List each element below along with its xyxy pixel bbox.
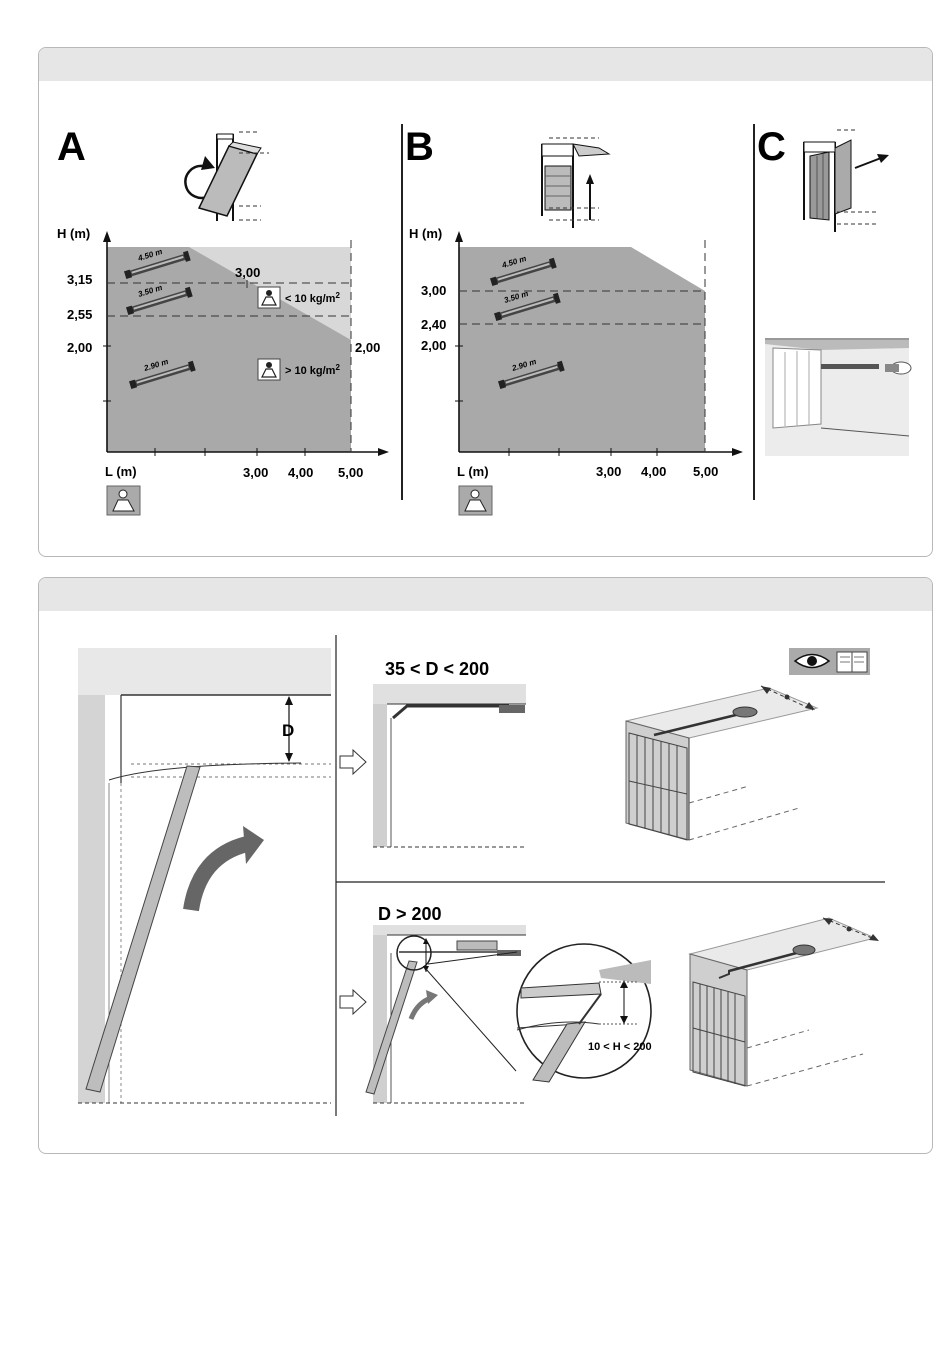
clearance-d-label: D [282, 721, 294, 740]
door-type-panel: A B C H (m) L (m) 3,15 [38, 47, 933, 557]
view-manual-icon [789, 648, 870, 675]
chart-a-right-label: 2,00 [355, 340, 380, 355]
magnified-detail [517, 944, 651, 1082]
section-letter-b: B [405, 125, 434, 169]
chart-a-y-label: H (m) [57, 226, 90, 241]
weight-high-label: > 10 kg/m2 [285, 363, 340, 377]
door-type-diagram: A B C H (m) L (m) 3,15 [39, 48, 932, 556]
person-weight-icon [258, 359, 280, 380]
range-large-label: D > 200 [378, 904, 442, 924]
large-clearance-illustration [366, 925, 526, 1103]
chart-a-x-arrow [378, 448, 389, 456]
chart-a-xtick-label: 5,00 [338, 465, 363, 480]
chart-a-ytick-label: 2,55 [67, 307, 92, 322]
user-manual-icon [459, 486, 492, 515]
user-manual-icon [107, 486, 140, 515]
h-range-label: 10 < H < 200 [588, 1041, 652, 1053]
garage-door-3d-lower [690, 918, 879, 1086]
chart-b-xtick-label: 4,00 [641, 464, 666, 479]
section-letter-c: C [757, 125, 786, 169]
chart-a-point-label: 3,00 [235, 265, 260, 280]
tilting-door-icon [185, 132, 269, 221]
ceiling-clearance-illustration: D [78, 648, 331, 1103]
installation-panel: D 35 < D < 200 [38, 577, 933, 1154]
chart-a-x-label: L (m) [105, 464, 137, 479]
chart-b-ytick-label: 3,00 [421, 283, 446, 298]
chart-b-y-arrow [455, 231, 463, 242]
opening-direction-arrow [191, 844, 247, 910]
chart-b-ytick-label: 2,40 [421, 317, 446, 332]
chart-b: H (m) L (m) 3,00 2,40 2,00 3,00 4,00 5,0… [409, 226, 743, 515]
chart-b-xtick-label: 3,00 [596, 464, 621, 479]
small-clearance-illustration [373, 684, 526, 847]
chart-b-x-arrow [732, 448, 743, 456]
garage-interior-illustration [765, 338, 911, 456]
chart-a-ytick-label: 2,00 [67, 340, 92, 355]
range-small-label: 35 < D < 200 [385, 659, 489, 679]
sectional-door-icon [542, 138, 609, 228]
garage-door-3d-upper [626, 686, 817, 840]
installation-diagram: D 35 < D < 200 [39, 578, 932, 1153]
person-weight-icon [258, 287, 280, 308]
chart-a: H (m) L (m) 3,15 2,55 2,00 3,00 4,00 5,0… [57, 226, 389, 515]
hollow-arrow-icon [340, 750, 366, 774]
chart-a-y-arrow [103, 231, 111, 242]
chart-a-ytick-label: 3,15 [67, 272, 92, 287]
chart-b-x-label: L (m) [457, 464, 489, 479]
chart-a-xtick-label: 4,00 [288, 465, 313, 480]
chart-b-y-label: H (m) [409, 226, 442, 241]
chart-a-xtick-label: 3,00 [243, 465, 268, 480]
chart-b-ytick-label: 2,00 [421, 338, 446, 353]
side-hinged-door-icon [804, 130, 889, 232]
weight-low-label: < 10 kg/m2 [285, 291, 340, 305]
chart-b-xtick-label: 5,00 [693, 464, 718, 479]
section-letter-a: A [57, 125, 86, 169]
hollow-arrow-icon [340, 990, 366, 1014]
